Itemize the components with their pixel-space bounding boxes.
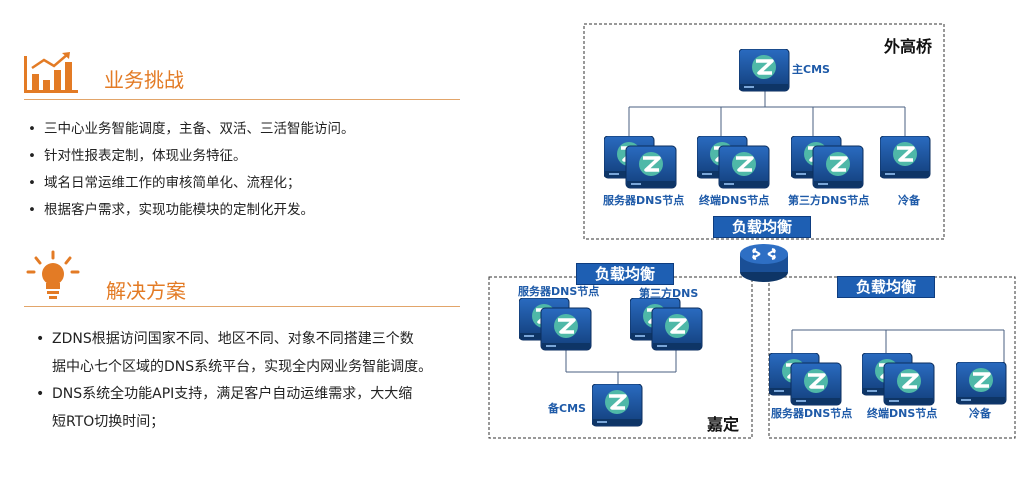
waigaoqiao-region-label: 外高桥 <box>884 37 933 56</box>
jiading-server-dns-node-icon <box>519 298 593 352</box>
third-party-dns-node-icon <box>791 136 865 190</box>
waigaoqiao-node-label: 第三方DNS节点 <box>788 194 870 207</box>
right-node-label: 冷备 <box>969 407 991 420</box>
list-item-line: ZDNS根据访问国家不同、地区不同、对象不同搭建三个数 <box>52 331 414 347</box>
waigaoqiao-node-label: 冷备 <box>898 194 920 207</box>
lightbulb-icon <box>26 250 80 299</box>
backup-cms-server-icon <box>592 384 644 428</box>
solution-divider <box>24 306 460 307</box>
list-item: 三中心业务智能调度，主备、双活、三活智能访问。 <box>26 116 466 143</box>
jiading-third-party-dns-icon <box>630 298 704 352</box>
list-item-line: DNS系统全功能API支持，满足客户自动运维需求，大大缩 <box>52 386 413 402</box>
waigaoqiao-region-box <box>583 23 945 240</box>
list-item: 针对性报表定制，体现业务特征。 <box>26 143 466 170</box>
jiading-node-label: 第三方DNS <box>639 287 699 300</box>
list-item: 根据客户需求，实现功能模块的定制化开发。 <box>26 197 466 224</box>
solution-list: ZDNS根据访问国家不同、地区不同、对象不同搭建三个数据中心七个区域的DNS系统… <box>34 326 484 436</box>
list-item: 域名日常运维工作的审核简单化、流程化； <box>26 170 466 197</box>
backup-cms-label: 备CMS <box>548 402 586 415</box>
chart-growth-icon <box>24 52 78 93</box>
list-item: ZDNS根据访问国家不同、地区不同、对象不同搭建三个数据中心七个区域的DNS系统… <box>34 326 484 381</box>
right-node-label: 终端DNS节点 <box>867 407 938 420</box>
terminal-dns-node-icon <box>697 136 771 190</box>
challenge-title: 业务挑战 <box>104 68 184 92</box>
challenge-list: 三中心业务智能调度，主备、双活、三活智能访问。 针对性报表定制，体现业务特征。 … <box>26 116 466 224</box>
challenge-divider <box>24 99 460 100</box>
right-terminal-dns-node-icon <box>862 353 936 407</box>
master-cms-label: 主CMS <box>792 63 830 76</box>
server-dns-node-icon <box>604 136 678 190</box>
right-server-dns-node-icon <box>769 353 843 407</box>
right-node-label: 服务器DNS节点 <box>771 407 853 420</box>
right-cold-backup-server-icon <box>956 362 1008 406</box>
waigaoqiao-node-label: 终端DNS节点 <box>699 194 770 207</box>
list-item-line: 短RTO切换时间； <box>52 413 165 430</box>
waigaoqiao-node-label: 服务器DNS节点 <box>603 194 685 207</box>
waigaoqiao-load-balancer: 负载均衡 <box>713 216 811 238</box>
jiading-region-label: 嘉定 <box>707 415 740 434</box>
jiading-node-label: 服务器DNS节点 <box>518 285 600 298</box>
list-item-line: 据中心七个区域的DNS系统平台，实现全内网业务智能调度。 <box>52 358 433 375</box>
jiading-load-balancer: 负载均衡 <box>576 263 674 285</box>
router-icon <box>740 244 788 282</box>
master-cms-server-icon <box>739 49 791 93</box>
right-load-balancer: 负载均衡 <box>837 276 935 298</box>
cold-backup-server-icon <box>880 136 932 180</box>
solution-title: 解决方案 <box>106 279 186 303</box>
